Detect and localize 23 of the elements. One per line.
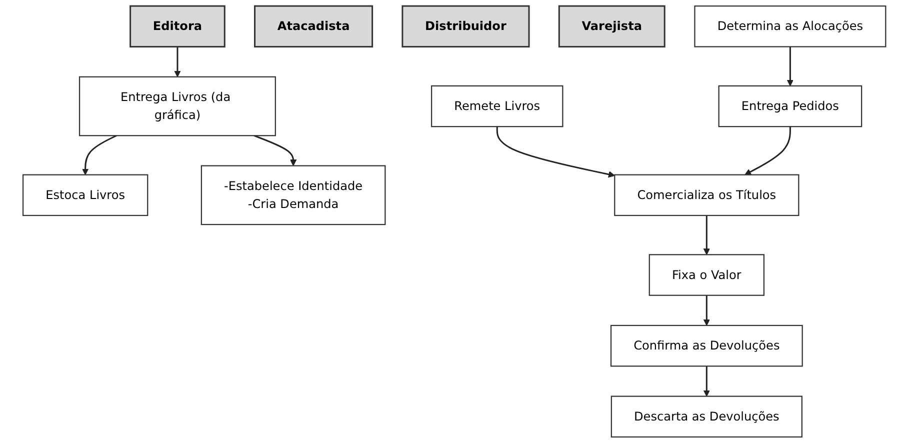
arrow [253,134,296,166]
node-box: Editora [129,5,226,48]
arrow [82,134,117,176]
node-box: Descarta as Devoluções [610,396,802,438]
node-box: Entrega Livros (da gráfica) [78,76,276,136]
node-box: Varejista [558,5,665,48]
node-box: Comercializa os Títulos [614,174,799,216]
arrow [744,126,791,176]
node-box: Fixa o Valor [648,254,764,296]
arrow [703,295,710,326]
arrow [703,366,710,397]
node-box: Atacadista [254,5,373,48]
arrow [174,46,180,78]
node-box: -Estabelece Identidade -Cria Demanda [200,165,386,226]
arrow [703,215,710,255]
arrow [496,126,615,178]
node-box: Distribuidor [401,5,530,48]
node-box: Entrega Pedidos [718,85,862,128]
node-box: Remete Livros [430,85,563,128]
node-box: Confirma as Devoluções [610,324,803,367]
arrow [786,46,794,86]
node-box: Estoca Livros [22,174,148,216]
node-box: Determina as Alocações [694,5,886,48]
